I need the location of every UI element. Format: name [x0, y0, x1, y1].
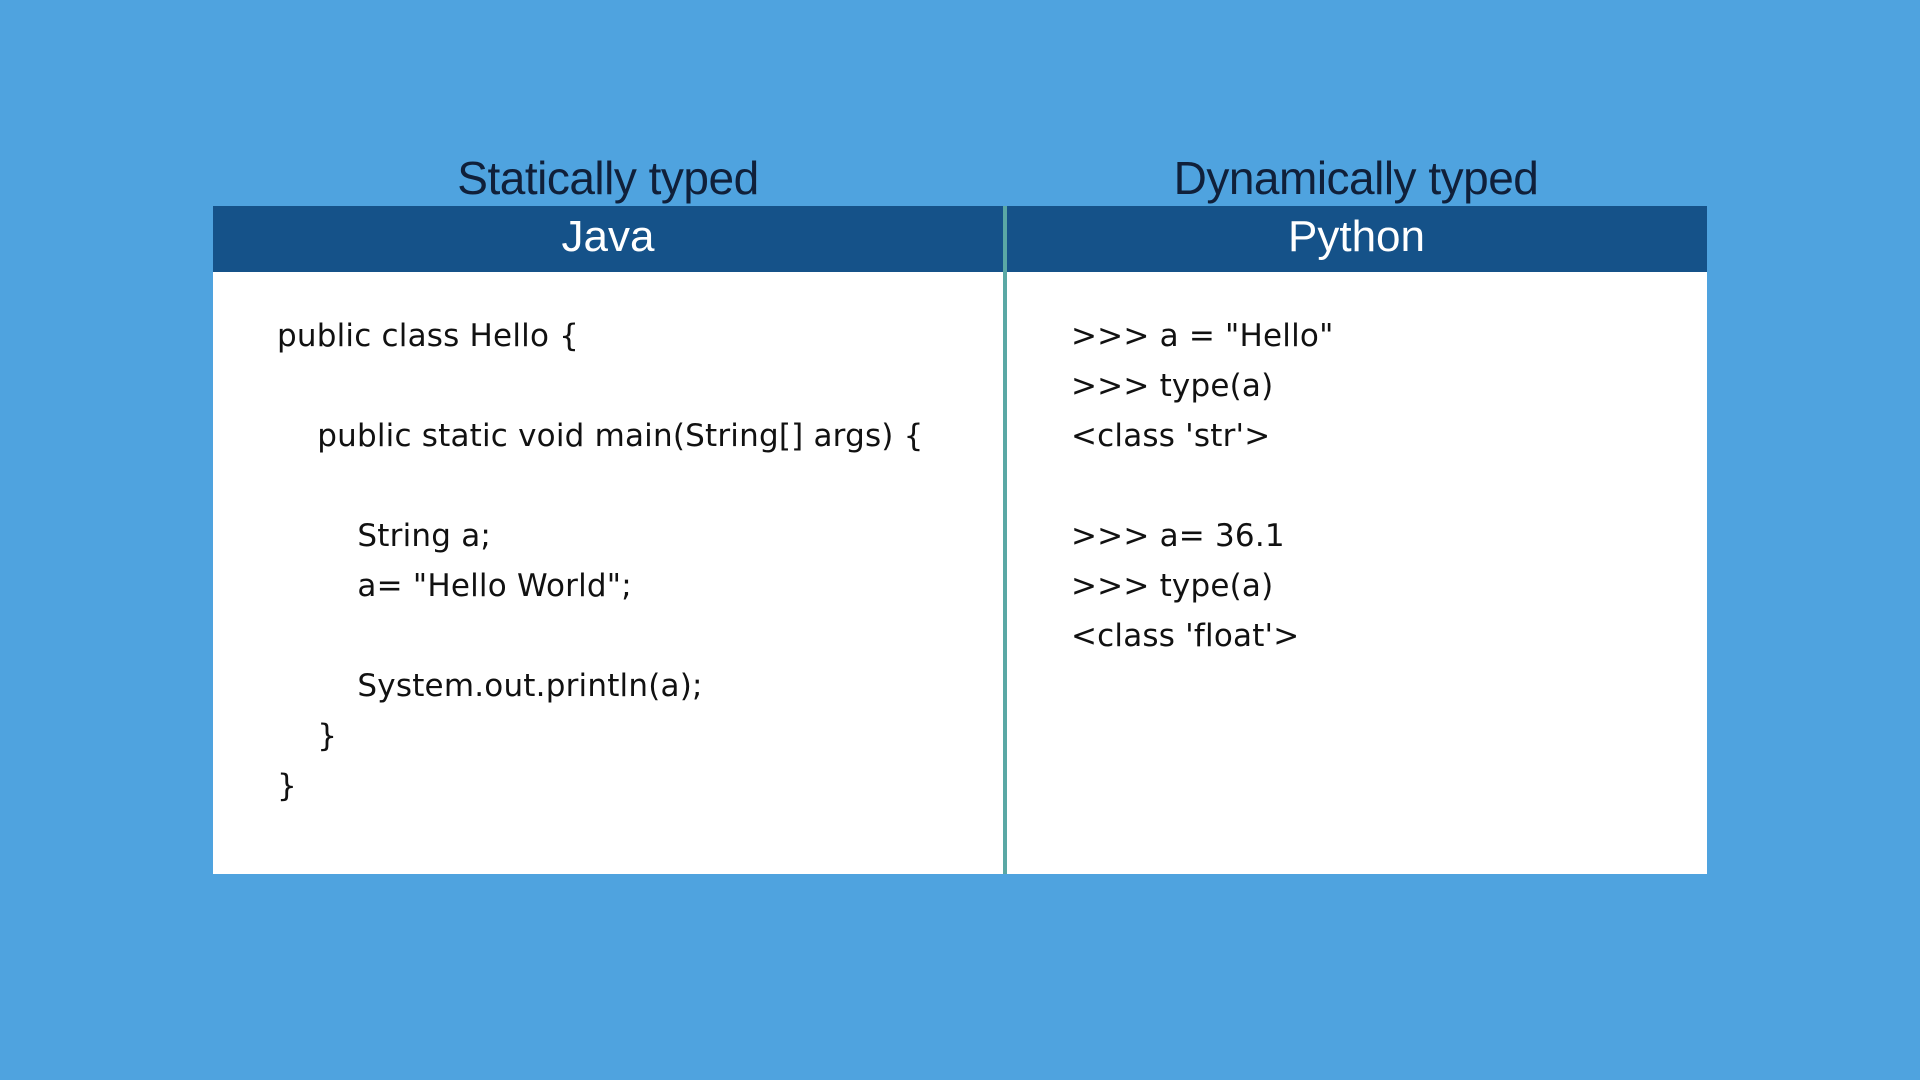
python-code-line: <class 'float'>	[1071, 618, 1300, 654]
java-code-line: }	[277, 718, 338, 754]
java-code-line: System.out.println(a);	[277, 668, 703, 704]
java-code-line: }	[277, 768, 297, 804]
python-code-line: <class 'str'>	[1071, 418, 1271, 454]
java-code-line	[277, 361, 977, 411]
statically-typed-caption: Statically typed	[457, 152, 759, 204]
column-divider	[1003, 206, 1007, 874]
java-code-line: public static void main(String[] args) {	[277, 418, 924, 454]
python-header: Python	[1006, 206, 1707, 272]
java-code-line	[277, 611, 977, 661]
python-code-block: >>> a = "Hello" >>> type(a) <class 'str'…	[1071, 311, 1671, 661]
java-code-block: public class Hello { public static void …	[277, 311, 977, 811]
python-code-line	[1071, 461, 1671, 511]
dynamically-typed-caption: Dynamically typed	[1173, 152, 1539, 204]
comparison-table: Java Python public class Hello { public …	[213, 206, 1707, 874]
python-code-line: >>> type(a)	[1071, 368, 1274, 404]
java-code-line: String a;	[277, 518, 492, 554]
java-code-line	[277, 461, 977, 511]
python-code-line: >>> a= 36.1	[1071, 518, 1285, 554]
java-code-line: public class Hello {	[277, 318, 580, 354]
python-code-line: >>> type(a)	[1071, 568, 1274, 604]
python-code-line: >>> a = "Hello"	[1071, 318, 1334, 354]
java-header: Java	[213, 206, 1003, 272]
java-code-line: a= "Hello World";	[277, 568, 632, 604]
